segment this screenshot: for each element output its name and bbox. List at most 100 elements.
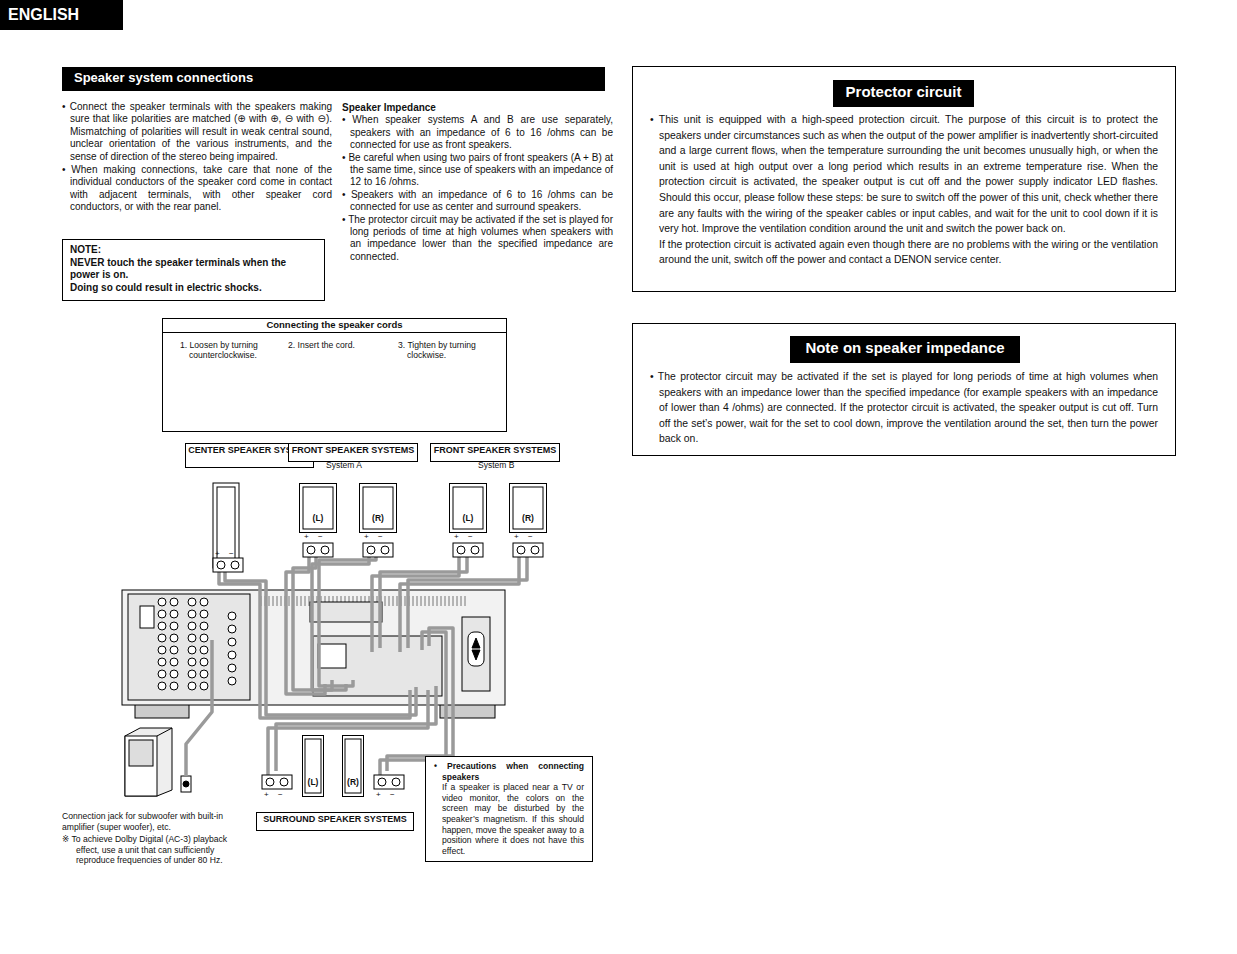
jack [170, 622, 178, 630]
body-text: • When speaker systems A and B are use s… [342, 114, 613, 151]
front-speaker: (L) [299, 483, 337, 533]
jack [170, 610, 178, 618]
node-text: NEVER touch the speaker terminals when t… [70, 257, 317, 282]
polarity-mark: − [378, 532, 388, 541]
node-text: If a speaker is placed near a TV or vide… [434, 782, 584, 856]
polarity-mark: + [514, 532, 524, 541]
node-text: If the protection circuit is activated a… [650, 237, 1158, 268]
jack [158, 682, 166, 690]
jack [158, 670, 166, 678]
jack [200, 658, 208, 666]
jack [170, 646, 178, 654]
label-box: FRONT SPEAKER SYSTEMS [288, 443, 418, 462]
polarity-mark: − [528, 532, 538, 541]
jack [170, 658, 178, 666]
jack [200, 646, 208, 654]
front-speaker: (L) [449, 483, 487, 533]
node-text: NOTE: [70, 244, 317, 257]
label-box: FRONT SPEAKER SYSTEMS [430, 443, 560, 462]
node-text: (L) [313, 513, 324, 523]
terminal-screw [531, 546, 539, 554]
polarity-mark: + [264, 790, 274, 799]
node-text: (R) [522, 513, 534, 523]
jack [158, 598, 166, 606]
terminal-screw [321, 546, 329, 554]
jack [158, 634, 166, 642]
terminal-block [262, 775, 292, 789]
terminal-screw [367, 546, 375, 554]
jack [228, 664, 236, 672]
node-text: FRONT SPEAKER SYSTEMS [433, 445, 557, 456]
node-text: 3. Tighten by turning clockwise. [398, 340, 499, 360]
jack [228, 638, 236, 646]
jack [200, 598, 208, 606]
jack [170, 598, 178, 606]
jack [188, 682, 196, 690]
jack [200, 622, 208, 630]
terminal-block [213, 558, 243, 572]
body-text: • When making connections, take care tha… [62, 164, 332, 214]
surround-speaker: (L) [302, 735, 324, 797]
jack [228, 651, 236, 659]
jack [158, 658, 166, 666]
polarity-mark: − [390, 790, 400, 799]
node-text: FRONT SPEAKER SYSTEMS [291, 445, 415, 456]
body-text: • Connect the speaker terminals with the… [62, 101, 332, 163]
terminal-block [374, 775, 404, 789]
terminal-screw [517, 546, 525, 554]
caption-text: ※ To achieve Dolby Digital (AC-3) playba… [62, 834, 241, 866]
terminal-screw [471, 546, 479, 554]
terminal-screw [392, 778, 400, 786]
label-box: SURROUND SPEAKER SYSTEMS [256, 812, 414, 831]
box-title: Protector circuit [833, 80, 974, 107]
terminal-block [303, 543, 333, 557]
section-band: Speaker system connections [62, 67, 605, 91]
precaution-box: • Precautions when connecting speakersIf… [425, 756, 593, 862]
node-text: 1. Loosen by turning counterclockwise. [180, 340, 285, 360]
polarity-mark: − [278, 790, 288, 799]
speaker-terminals [213, 543, 543, 789]
jack [158, 646, 166, 654]
jack [170, 670, 178, 678]
cords-box: Connecting the speaker cords 1. Loosen by… [162, 318, 507, 432]
jack [158, 622, 166, 630]
jack [200, 634, 208, 642]
terminal-block [363, 543, 393, 557]
body-text: • Speakers with an impedance of 6 to 16 … [342, 189, 613, 214]
caption-text: Connection jack for subwoofer with built… [62, 811, 232, 832]
impedance-note-box: • The protector circuit may be activated… [632, 323, 1176, 456]
node-text: 2. Insert the cord. [288, 340, 378, 350]
terminal-screw [266, 778, 274, 786]
subwoofer [125, 728, 191, 796]
polarity-mark: − [468, 532, 478, 541]
jack [188, 622, 196, 630]
jack [228, 677, 236, 685]
jack [188, 658, 196, 666]
terminal-block [513, 543, 543, 557]
node-text: SURROUND SPEAKER SYSTEMS [259, 814, 411, 825]
polarity-mark: + [454, 532, 464, 541]
front-speaker: (R) [359, 483, 397, 533]
front-speaker: (R) [509, 483, 547, 533]
terminal-screw [280, 778, 288, 786]
jack [170, 682, 178, 690]
node-text: Connecting the speaker cords [163, 319, 506, 333]
node-text: Note on speaker impedance [800, 339, 1010, 357]
node-text: (L) [308, 777, 319, 787]
jack [188, 670, 196, 678]
jack [228, 625, 236, 633]
jack [188, 610, 196, 618]
polarity-mark: + [215, 549, 225, 558]
terminal-block [453, 543, 483, 557]
node-text: Speaker system connections [74, 70, 593, 85]
node-text: • This unit is equipped with a high-spee… [650, 112, 1158, 237]
polarity-mark: + [376, 790, 386, 799]
node-text: Protector circuit [843, 83, 964, 101]
jack [200, 682, 208, 690]
protector-box: • This unit is equipped with a high-spee… [632, 66, 1176, 292]
terminal-screw [457, 546, 465, 554]
box-title: Note on speaker impedance [790, 336, 1020, 363]
surround-speaker: (R) [342, 735, 364, 797]
node-text: (L) [463, 513, 474, 523]
caption-text: System B [478, 459, 538, 471]
